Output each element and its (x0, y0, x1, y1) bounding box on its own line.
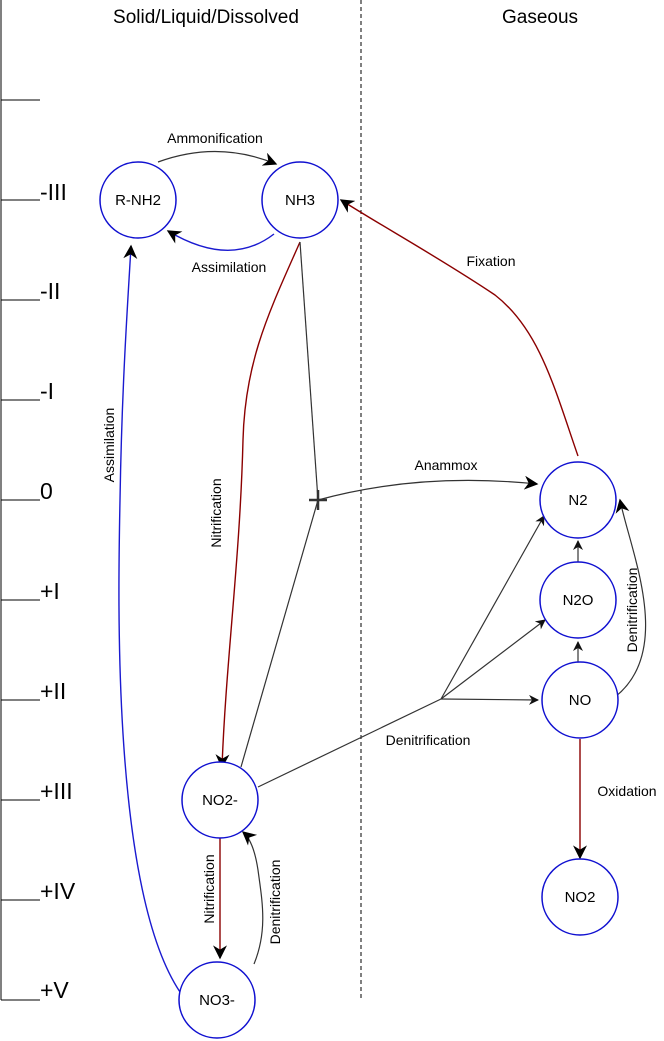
edges (118, 150, 647, 993)
header-gaseous: Gaseous (502, 7, 578, 28)
node-label: NH3 (285, 192, 315, 209)
level-label: -I (40, 378, 54, 404)
node-rnh2: R-NH2 (99, 161, 177, 239)
label-fixation: Fixation (466, 253, 515, 269)
anammox-junction-mark (309, 490, 327, 510)
edge-denitrification-no2-fan (257, 698, 442, 788)
node-label: N2 (568, 492, 587, 509)
edge-nitrification-long (215, 241, 301, 769)
edge-denitrification-bottom (241, 831, 264, 965)
edge-denitrification-fan-no (440, 694, 539, 705)
edge-ammonification (157, 150, 278, 166)
label-denitrification-mid: Denitrification (386, 732, 471, 748)
node-n2o: N2O (539, 561, 617, 639)
label-oxidation: Oxidation (597, 783, 656, 799)
label-denitrification-right: Denitrification (624, 568, 640, 653)
node-no3-minus: NO3- (178, 961, 256, 1039)
edge-no-to-n2-curve (614, 498, 647, 698)
node-nh3: NH3 (261, 161, 339, 239)
node-label: NO3- (199, 992, 235, 1009)
label-nitrification-long: Nitrification (208, 478, 224, 547)
level-label: +V (40, 977, 69, 1003)
edge-anammox-to-n2 (317, 475, 539, 501)
label-ammonification: Ammonification (167, 130, 263, 146)
level-label: +II (40, 678, 66, 704)
node-label: N2O (563, 592, 594, 609)
level-label: +IV (40, 878, 76, 904)
edge-denitrification-fan-n2 (440, 515, 545, 700)
node-label: R-NH2 (115, 192, 161, 209)
edge-assimilation-top (166, 230, 275, 251)
node-n2: N2 (539, 461, 617, 539)
node-no2: NO2 (541, 858, 619, 936)
label-assimilation-top: Assimilation (192, 259, 267, 275)
node-label: NO2- (202, 792, 238, 809)
edge-anammox-nh3 (299, 241, 319, 501)
edge-fixation (339, 199, 579, 457)
edge-anammox-no2 (240, 499, 319, 768)
edge-denitrification-fan-n2o (440, 619, 546, 700)
level-label: +I (40, 578, 60, 604)
node-label: NO (569, 692, 592, 709)
label-denitrification-bottom: Denitrification (267, 860, 283, 945)
oxidation-axis: -III -II -I 0 +I +II +III +IV +V (0, 0, 76, 1003)
level-label: 0 (40, 478, 53, 504)
label-anammox: Anammox (414, 457, 477, 473)
header-solid-liquid-dissolved: Solid/Liquid/Dissolved (113, 7, 299, 28)
node-no2-minus: NO2- (181, 761, 259, 839)
node-label: NO2 (565, 889, 596, 906)
level-label: +III (40, 778, 73, 804)
label-assimilation-left: Assimilation (101, 408, 117, 483)
level-label: -III (40, 179, 67, 205)
edge-assimilation-left (118, 244, 181, 993)
node-no: NO (541, 661, 619, 739)
label-nitrification-short: Nitrification (201, 854, 217, 923)
level-label: -II (40, 278, 60, 304)
